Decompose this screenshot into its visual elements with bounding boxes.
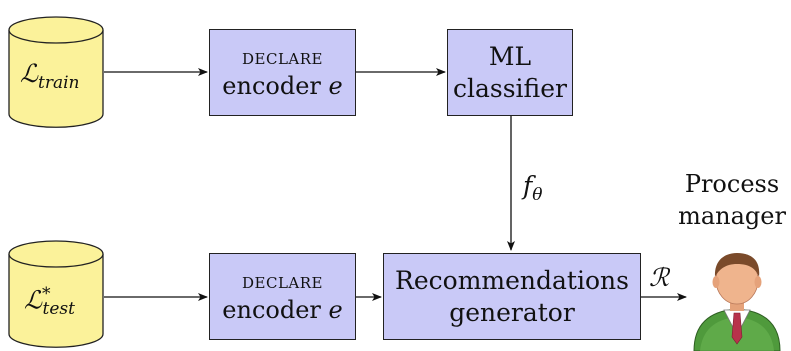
- encoder-top-var: e: [328, 71, 343, 100]
- process-manager-line1: Process: [684, 170, 780, 198]
- process-manager-label: Process manager: [673, 168, 791, 233]
- encoder-top-subtitle: encoder e: [222, 71, 342, 101]
- model-edge-label: fθ: [523, 173, 543, 204]
- encoder-top-title: declare: [242, 45, 323, 70]
- test-log-symbol: ℒ: [24, 285, 43, 315]
- test-log-database-icon: [8, 240, 104, 348]
- model-symbol: f: [523, 171, 533, 200]
- classifier-title: ML: [488, 42, 532, 72]
- model-subscript: θ: [532, 185, 543, 205]
- train-log-database-icon: [8, 16, 104, 128]
- encoder-bottom-title: declare: [242, 269, 323, 294]
- encoder-bottom-var: e: [328, 295, 343, 324]
- encoder-bottom-word: encoder: [222, 295, 329, 324]
- process-manager-line2: manager: [678, 202, 786, 231]
- recommendations-edge-label: ℛ: [649, 263, 669, 292]
- encoder-bottom-subtitle: encoder e: [222, 295, 342, 325]
- train-log-subscript: train: [38, 73, 80, 93]
- declare-encoder-bottom-box: declare encoder e: [209, 253, 356, 340]
- classifier-subtitle: classifier: [453, 73, 567, 103]
- test-log-label: ℒ*test: [24, 286, 75, 318]
- train-log-label: ℒtrain: [20, 61, 80, 92]
- generator-subtitle: generator: [449, 297, 575, 327]
- generator-title: Recommendations: [395, 266, 629, 296]
- encoder-top-word: encoder: [222, 71, 329, 100]
- ml-classifier-box: ML classifier: [447, 29, 573, 116]
- test-log-superscript: *: [42, 284, 51, 304]
- train-log-symbol: ℒ: [20, 59, 39, 88]
- test-log-subscript: test: [42, 299, 75, 320]
- declare-encoder-top-box: declare encoder e: [209, 29, 356, 116]
- recommendations-generator-box: Recommendations generator: [383, 253, 641, 340]
- business-person-icon: [693, 253, 781, 351]
